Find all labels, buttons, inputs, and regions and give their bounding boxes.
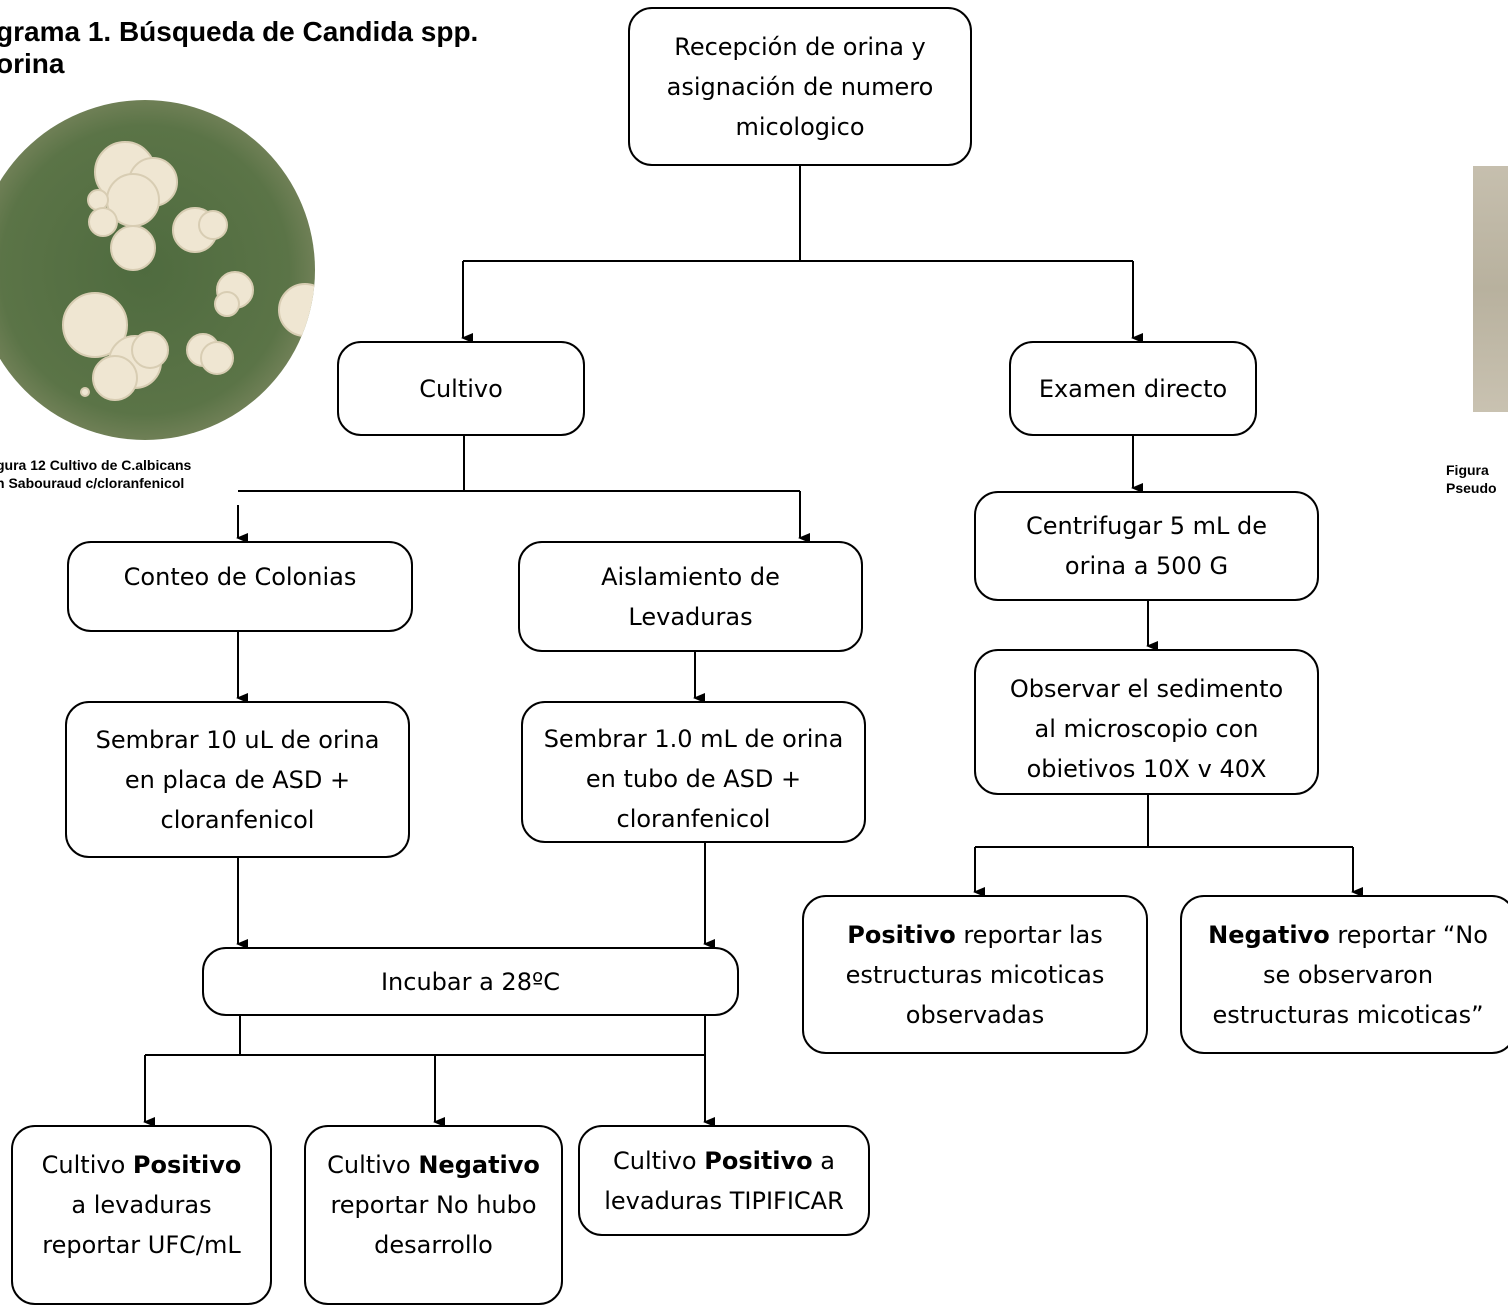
- node-conteo: Conteo de Colonias: [67, 541, 413, 632]
- title-line-2: orina: [0, 48, 65, 79]
- node-cultivo-positivo-ufc-label: Cultivo Positivo a levaduras reportar UF…: [32, 1145, 252, 1265]
- node-cultivo-positivo-tipificar: Cultivo Positivo a levaduras TIPIFICAR: [578, 1125, 870, 1236]
- microscope-photo: [1473, 166, 1508, 412]
- node-sembrar-1: Sembrar 1.0 mL de orina en tubo de ASD +…: [521, 701, 866, 843]
- positivo-keyword: Positivo: [847, 920, 956, 949]
- node-incubar: Incubar a 28ºC: [202, 947, 739, 1016]
- node-observar: Observar el sedimento al microscopio con…: [974, 649, 1319, 795]
- node-aislamiento-label: Aislamiento de Levaduras: [601, 562, 780, 631]
- node-cultivo-positivo-tipificar-label: Cultivo Positivo a levaduras TIPIFICAR: [594, 1141, 854, 1221]
- node-cultivo-positivo-ufc: Cultivo Positivo a levaduras reportar UF…: [11, 1125, 272, 1305]
- node-conteo-label: Conteo de Colonias: [123, 563, 357, 591]
- title-line-1: grama 1. Búsqueda de Candida spp.: [0, 16, 479, 47]
- node-centrifugar: Centrifugar 5 mL de orina a 500 G: [974, 491, 1319, 601]
- negativo-keyword: Negativo: [1208, 920, 1330, 949]
- node-incubar-label: Incubar a 28ºC: [380, 967, 561, 996]
- node-sembrar-10-label: Sembrar 10 uL de orina en placa de ASD +…: [95, 725, 380, 834]
- cultivo-pos-tip-text: a levaduras TIPIFICAR: [604, 1146, 844, 1215]
- figure-12-caption-line-1: gura 12 Cultivo de C.albicans: [0, 457, 192, 473]
- node-negativo-directo-label: Negativo reportar “No se observaron estr…: [1198, 915, 1498, 1035]
- cultivo-neg-prefix: Cultivo: [327, 1151, 419, 1179]
- node-negativo-directo: Negativo reportar “No se observaron estr…: [1180, 895, 1508, 1054]
- figure-right-caption: Figura Pseudo: [1446, 461, 1497, 497]
- cultivo-pos-ufc-text: a levaduras reportar UFC/mL: [42, 1191, 241, 1259]
- node-centrifugar-label: Centrifugar 5 mL de orina a 500 G: [1025, 512, 1268, 580]
- figure-12-caption: gura 12 Cultivo de C.albicans n Sabourau…: [0, 456, 191, 492]
- figure-12-caption-line-2: n Sabouraud c/cloranfenicol: [0, 475, 185, 491]
- figure-right-caption-line-2: Pseudo: [1446, 480, 1497, 496]
- node-cultivo-negativo-label: Cultivo Negativo reportar No hubo desarr…: [324, 1145, 544, 1265]
- cultivo-pos-tip-keyword: Positivo: [704, 1146, 813, 1175]
- cultivo-neg-keyword: Negativo: [418, 1151, 540, 1179]
- negativo-directo-text: reportar “No se observaron estructuras m…: [1212, 920, 1488, 1029]
- diagram-title: grama 1. Búsqueda de Candida spp. orina: [0, 16, 478, 80]
- node-positivo-directo: Positivo reportar las estructuras micoti…: [802, 895, 1148, 1054]
- figure-right-caption-line-1: Figura: [1446, 462, 1489, 478]
- node-cultivo-label: Cultivo: [419, 374, 503, 403]
- node-examen-directo-label: Examen directo: [1038, 374, 1228, 403]
- cultivo-pos-ufc-keyword: Positivo: [132, 1151, 242, 1179]
- node-cultivo-negativo: Cultivo Negativo reportar No hubo desarr…: [304, 1125, 563, 1305]
- node-aislamiento: Aislamiento de Levaduras: [518, 541, 863, 652]
- positivo-directo-text: reportar las estructuras micoticas obser…: [845, 920, 1105, 1029]
- node-observar-label: Observar el sedimento al microscopio con…: [1009, 675, 1284, 783]
- node-recepcion-label: Recepción de orina y asignación de numer…: [666, 32, 934, 141]
- cultivo-pos-tip-prefix: Cultivo: [613, 1146, 705, 1175]
- node-sembrar-10: Sembrar 10 uL de orina en placa de ASD +…: [65, 701, 410, 858]
- cultivo-pos-ufc-prefix: Cultivo: [41, 1151, 133, 1179]
- node-recepcion: Recepción de orina y asignación de numer…: [628, 7, 972, 166]
- node-examen-directo: Examen directo: [1009, 341, 1257, 436]
- node-sembrar-1-label: Sembrar 1.0 mL de orina en tubo de ASD +…: [543, 725, 844, 833]
- node-positivo-directo-label: Positivo reportar las estructuras micoti…: [825, 915, 1125, 1035]
- petri-dish-photo: [0, 100, 315, 440]
- node-cultivo: Cultivo: [337, 341, 585, 436]
- yeast-colonies-graphic: [62, 141, 315, 401]
- cultivo-neg-text: reportar No hubo desarrollo: [330, 1191, 537, 1259]
